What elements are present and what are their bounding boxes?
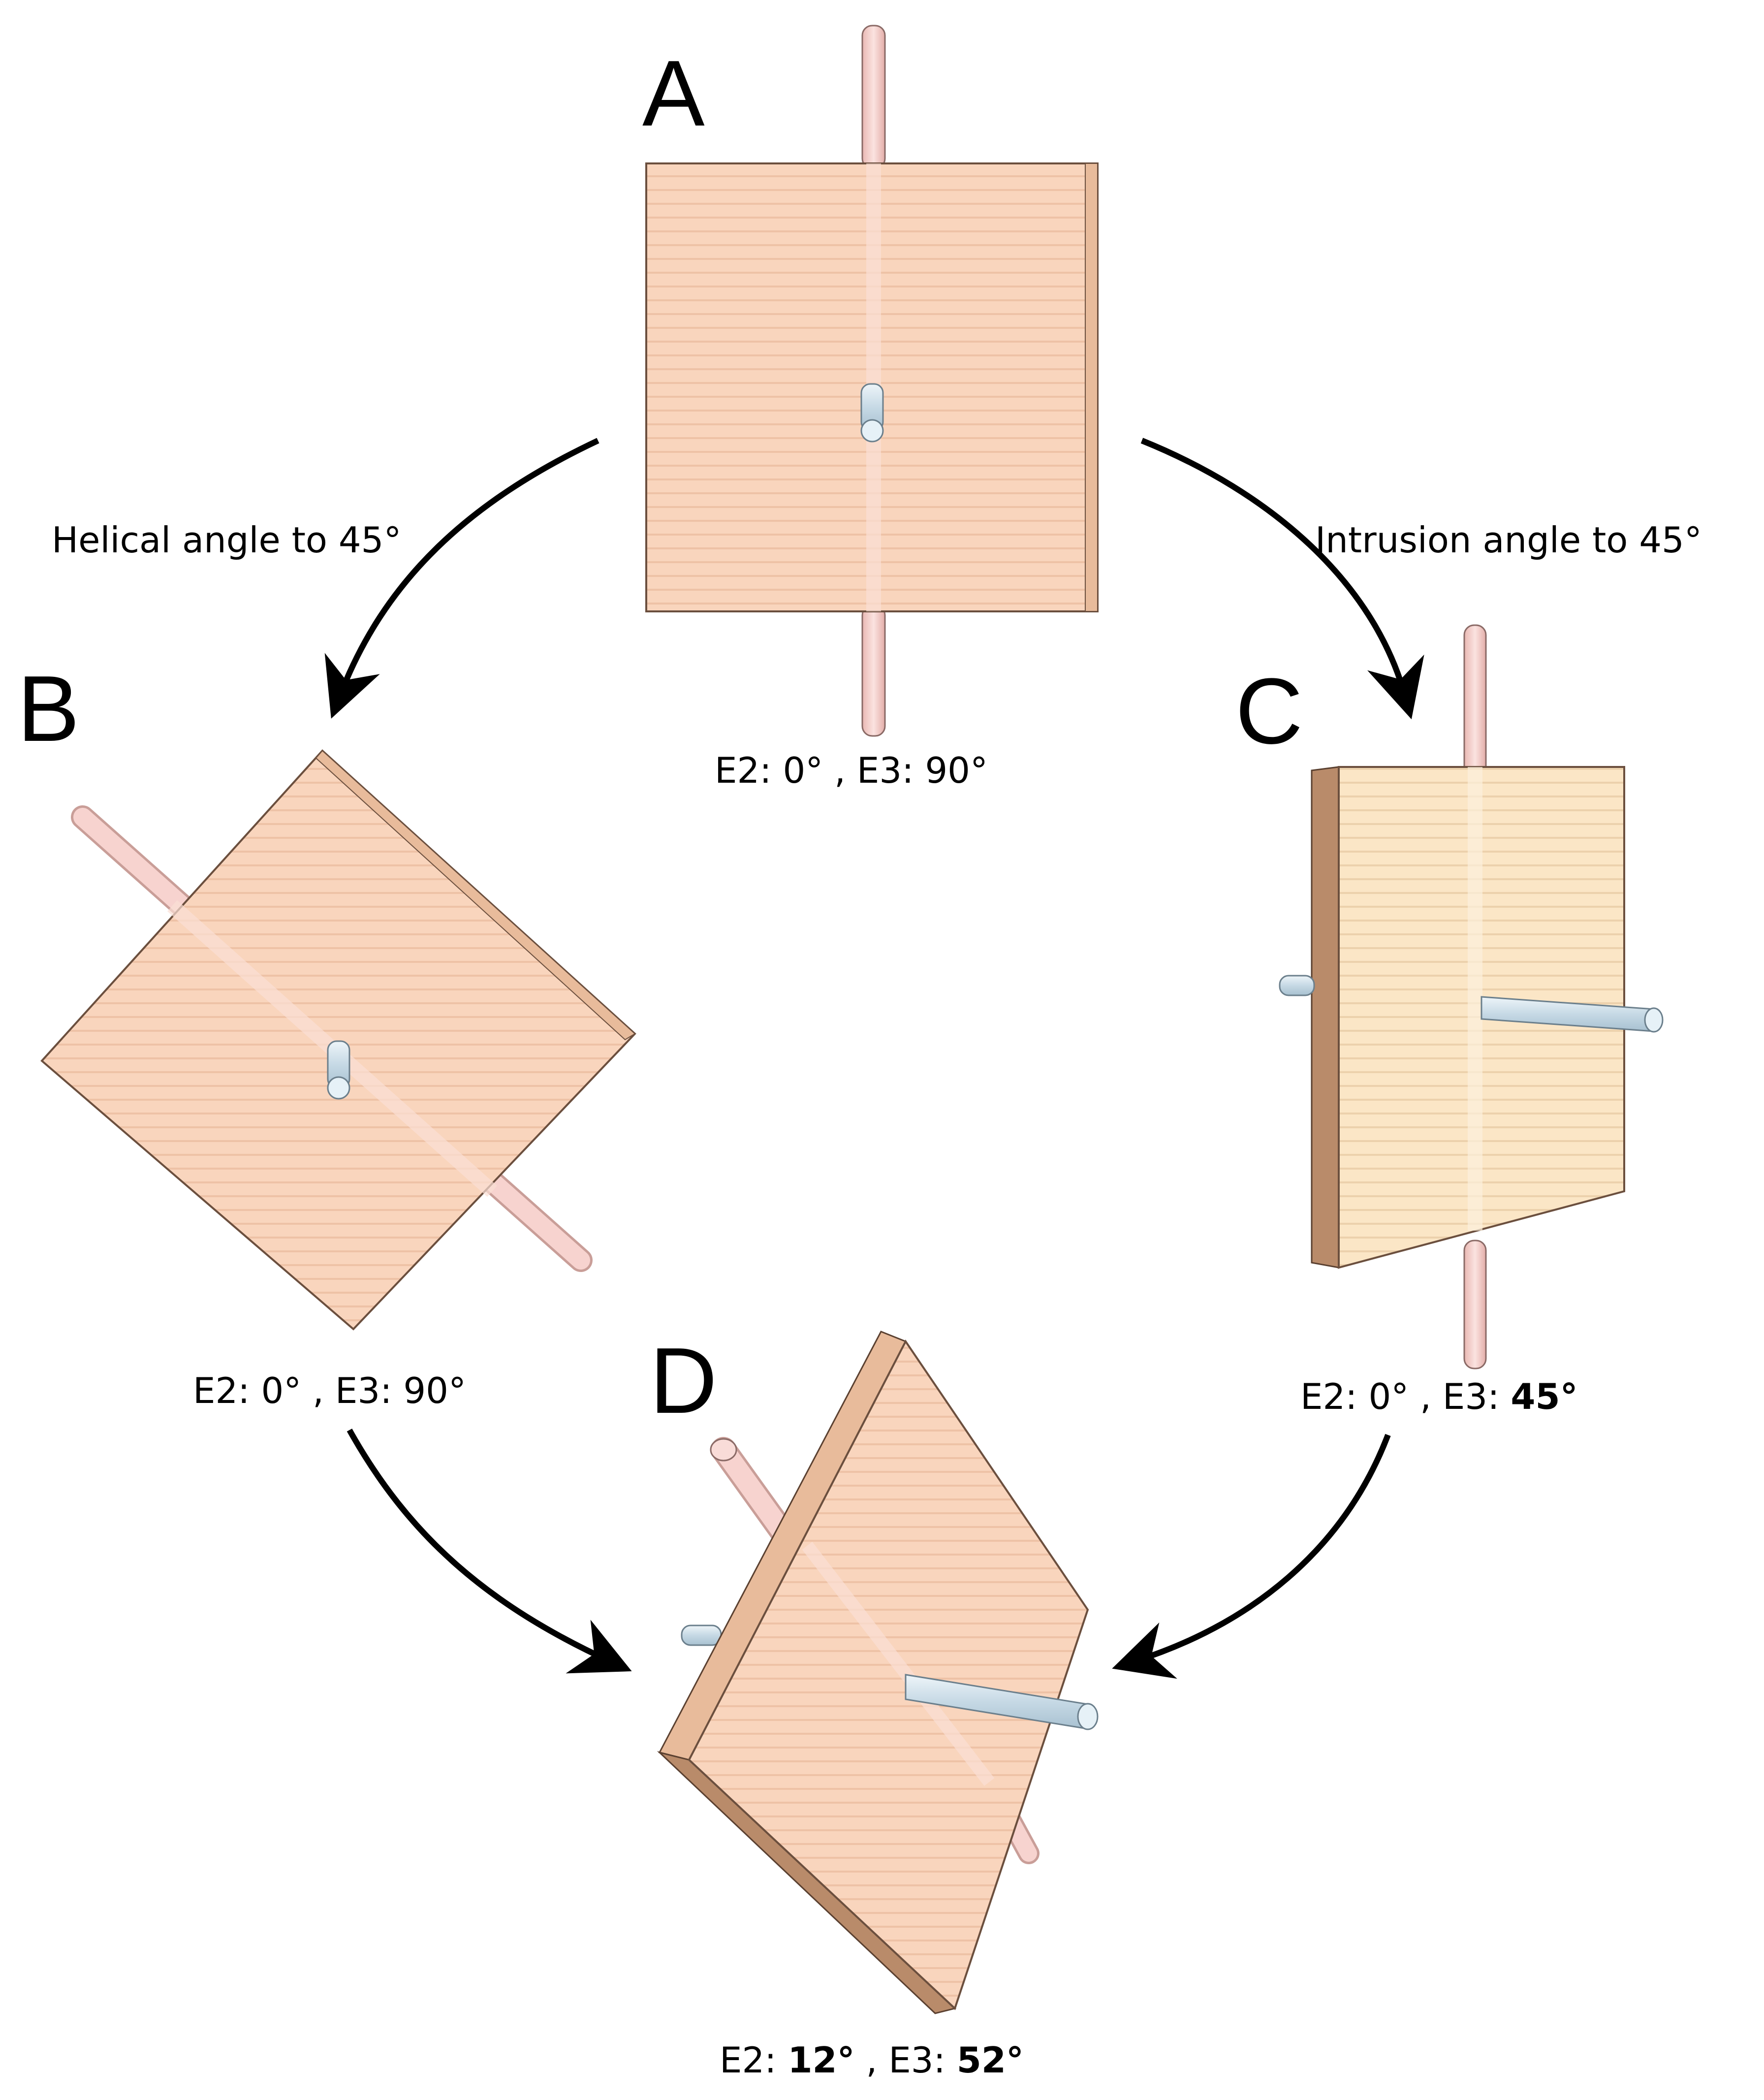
arrow-b-to-d [346, 1429, 632, 1674]
blue-rod-d-end-icon [1077, 1703, 1099, 1730]
panel-b-letter: B [17, 657, 80, 761]
pink-rod-c-top-icon [1463, 624, 1487, 779]
plate-edge-b [315, 750, 636, 1041]
arrow-a-to-c-label: Intrusion angle to 45° [1315, 519, 1702, 561]
panel-a-caption: E2: 0° , E3: 90° [715, 750, 988, 791]
plate-side-c [1311, 766, 1340, 1269]
blue-rod-d-left-icon [681, 1624, 722, 1646]
arrow-a-to-b [324, 438, 599, 719]
arrow-a-to-b-label: Helical angle to 45° [52, 519, 401, 561]
arrow-a-to-c [1140, 438, 1424, 720]
pink-rod-bottom-icon [861, 605, 886, 737]
blue-rod-c-end-icon [1644, 1007, 1664, 1033]
pink-rod-top-icon [861, 25, 886, 169]
panel-a: A E2: 0° , E3: 90° [642, 25, 1099, 791]
plate-edge-a [1085, 163, 1098, 612]
pink-rod-c-bottom-icon [1463, 1240, 1487, 1369]
panel-a-letter: A [642, 41, 705, 146]
panel-c: C E2: 0° , E3: 45° [1235, 624, 1664, 1417]
panel-b-caption: E2: 0° , E3: 90° [193, 1370, 466, 1411]
panel-c-letter: C [1235, 659, 1303, 764]
panel-c-caption: E2: 0° , E3: 45° [1300, 1376, 1578, 1417]
fascicle-plate-d [688, 1339, 1089, 2010]
panel-d-caption: E2: 12° , E3: 52° [720, 2039, 1024, 2081]
embedded-rod-d [802, 1542, 995, 1786]
blue-rod-c-left-icon [1279, 975, 1315, 996]
panel-b: B E2: 0° , E3: 90° [17, 657, 636, 1411]
arrows: Helical angle to 45° Intrusion angle to … [52, 438, 1702, 1679]
arrow-c-to-d [1112, 1433, 1391, 1679]
panel-d: D E2: 12° , E3: 52° [650, 1329, 1099, 2081]
blue-rod-a-end-icon [860, 419, 884, 443]
blue-rod-b-end-icon [327, 1076, 350, 1100]
panel-d-letter: D [650, 1329, 717, 1433]
